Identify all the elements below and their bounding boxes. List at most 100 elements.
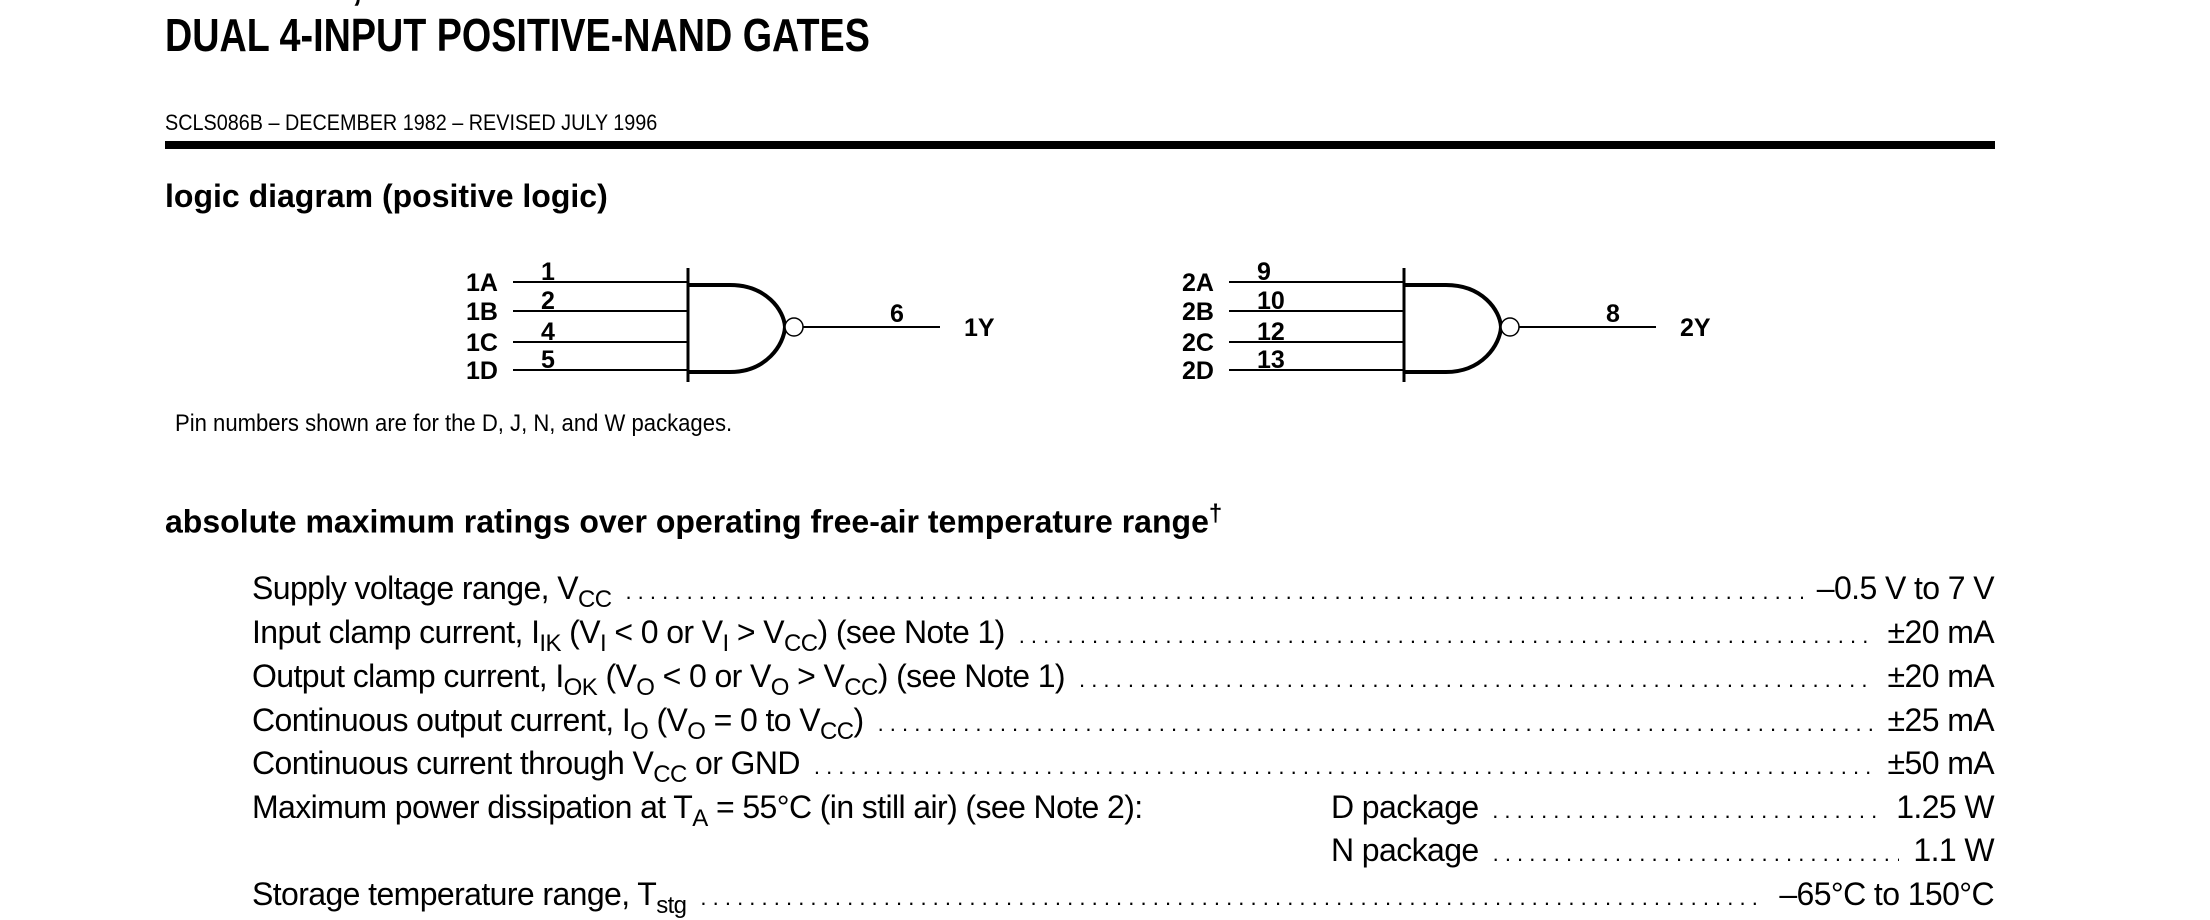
rating-label: Storage temperature range, Tstg (252, 876, 687, 918)
label-text: Continuous current through V (252, 745, 654, 781)
rating-label: Input clamp current, IIK (VI < 0 or VI >… (252, 614, 1005, 656)
pin-number: 12 (1257, 318, 1285, 346)
ratings-heading: absolute maximum ratings over operating … (165, 500, 1222, 541)
label-text: > V (728, 614, 785, 650)
subscript: O (687, 718, 706, 745)
dot-leader (814, 754, 1874, 780)
subscript: CC (820, 718, 854, 745)
label-text: Output clamp current, I (252, 658, 564, 694)
dot-leader (1079, 667, 1874, 693)
pin-number: 10 (1257, 287, 1285, 315)
label-text: < 0 or V (654, 658, 772, 694)
rating-value: ±50 mA (1887, 745, 1995, 781)
nand-gate-shape (1404, 283, 1504, 374)
subscript: I (599, 630, 607, 657)
label-text: (V (648, 702, 688, 738)
rating-value: ±20 mA (1887, 658, 1995, 694)
label-text: < 0 or V (606, 614, 723, 650)
pin-number: 5 (541, 346, 555, 374)
dot-leader (1493, 841, 1900, 867)
rating-row: Supply voltage range, VCC –0.5 V to 7 V (252, 570, 1995, 614)
pin-number: 4 (541, 318, 555, 346)
subscript: stg (656, 892, 687, 919)
output-pin-number: 6 (890, 300, 904, 328)
subscript: OK (563, 674, 598, 701)
inversion-bubble (784, 317, 804, 337)
input-label: 1B (466, 298, 498, 326)
label-text: (V (560, 614, 600, 650)
output-label: 1Y (964, 314, 995, 342)
pin-number: 9 (1257, 258, 1271, 286)
input-label: 2A (1182, 269, 1214, 297)
document-title: DUAL 4-INPUT POSITIVE-NAND GATES (165, 9, 870, 61)
dot-leader (1019, 623, 1874, 649)
rating-row: Input clamp current, IIK (VI < 0 or VI >… (252, 614, 1995, 658)
dot-leader (878, 711, 1874, 737)
input-label: 2C (1182, 329, 1214, 357)
subscript: CC (844, 674, 878, 701)
label-text: Maximum power dissipation at T (252, 789, 693, 825)
rating-value: ±20 mA (1887, 614, 1995, 650)
rating-label: Continuous current through VCC or GND (252, 745, 800, 787)
inversion-bubble (1500, 317, 1520, 337)
dot-leader (700, 885, 1765, 911)
input-label: 1C (466, 329, 498, 357)
header-rule (165, 141, 1995, 149)
rating-value: ±25 mA (1887, 702, 1995, 738)
label-text: > V (788, 658, 845, 694)
ratings-heading-text: absolute maximum ratings over operating … (165, 503, 1209, 540)
rating-value: –0.5 V to 7 V (1816, 570, 1995, 606)
label-text: Supply voltage range, V (252, 570, 579, 606)
input-label: 1D (466, 357, 498, 385)
rating-row: N packageN package1.1 W (252, 832, 1995, 876)
pin-number: 2 (541, 287, 555, 315)
subscript: IK (539, 630, 561, 657)
subscript: CC (784, 630, 818, 657)
rating-value: –65°C to 150°C (1779, 876, 1994, 912)
input-label: 2B (1182, 298, 1214, 326)
label-text: Input clamp current, I (252, 614, 540, 650)
rating-label: Output clamp current, IOK (VO < 0 or VO … (252, 658, 1066, 700)
label-text: Continuous output current, I (252, 702, 631, 738)
rating-row: Storage temperature range, Tstg –65°C to … (252, 876, 1995, 920)
label-text: ) (853, 702, 865, 738)
package-label: N package (1331, 832, 1479, 868)
dagger-footnote-mark: † (1208, 500, 1223, 527)
subscript: O (770, 674, 790, 701)
label-text: Storage temperature range, T (252, 876, 657, 912)
part-numbers: SN54HC20, SN74HC20 (165, 0, 559, 10)
rating-label: Continuous output current, IO (VO = 0 to… (252, 702, 865, 744)
pin-note: Pin numbers shown are for the D, J, N, a… (175, 410, 733, 437)
label-text: ) (see Note 1) (877, 658, 1066, 694)
label-text: = 55°C (in still air) (see Note 2): (707, 789, 1143, 825)
subscript: A (692, 805, 708, 832)
label-text: = 0 to V (705, 702, 821, 738)
rating-value: 1.1 W (1913, 832, 1994, 868)
input-label: 2D (1182, 357, 1214, 385)
label-text: (V (597, 658, 637, 694)
package-label: D package (1331, 789, 1479, 825)
document-info: SCLS086B – DECEMBER 1982 – REVISED JULY … (165, 110, 658, 135)
subscript: O (636, 674, 655, 701)
logic-diagram-heading: logic diagram (positive logic) (165, 178, 608, 214)
input-label: 1A (466, 269, 498, 297)
subscript: O (630, 718, 649, 745)
subscript: I (722, 630, 730, 657)
output-label: 2Y (1680, 314, 1711, 342)
rating-label: Maximum power dissipation at TA = 55°C (… (252, 789, 1143, 831)
rating-row: Output clamp current, IOK (VO < 0 or VO … (252, 658, 1995, 702)
dot-leader (1492, 798, 1882, 824)
subscript: CC (653, 761, 687, 788)
label-text: or GND (686, 745, 800, 781)
rating-row: Maximum power dissipation at TA = 55°C (… (252, 789, 1995, 833)
logic-diagram: 1A 1 1B 2 1C 4 1D 5 6 1Y 2A 9 2B 10 2C 12 2D 13 8 2Y (466, 258, 1711, 385)
rating-row: Continuous current through VCC or GND ±50… (252, 745, 1995, 789)
pin-number: 13 (1257, 346, 1285, 374)
output-pin-number: 8 (1606, 300, 1620, 328)
rating-row: Continuous output current, IO (VO = 0 to… (252, 702, 1995, 746)
subscript: CC (577, 586, 612, 613)
rating-value: 1.25 W (1896, 789, 1994, 825)
dot-leader (625, 579, 1802, 605)
pin-number: 1 (541, 258, 555, 286)
label-text: ) (see Note 1) (817, 614, 1005, 650)
